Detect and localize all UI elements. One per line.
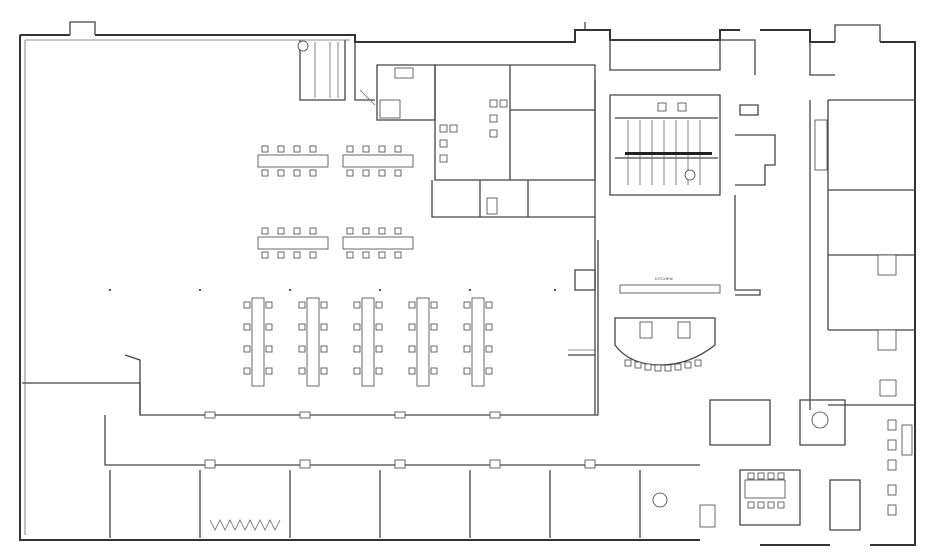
kitchen-label: KITCHEN bbox=[655, 276, 673, 281]
stair-core bbox=[297, 40, 376, 106]
workstation-cluster-3 bbox=[257, 227, 329, 259]
workstation-cluster-4 bbox=[342, 227, 414, 259]
kitchen: KITCHEN bbox=[614, 276, 721, 372]
workstation-rows bbox=[243, 297, 493, 387]
top-right-offices bbox=[609, 39, 915, 410]
restrooms bbox=[609, 94, 759, 196]
bottom-right-rooms bbox=[709, 399, 913, 531]
bottom-offices bbox=[104, 411, 716, 538]
workstation-cluster-2 bbox=[342, 145, 414, 177]
exterior-walls bbox=[19, 21, 916, 546]
workstation-cluster-1 bbox=[257, 145, 329, 177]
central-offices bbox=[376, 64, 596, 218]
